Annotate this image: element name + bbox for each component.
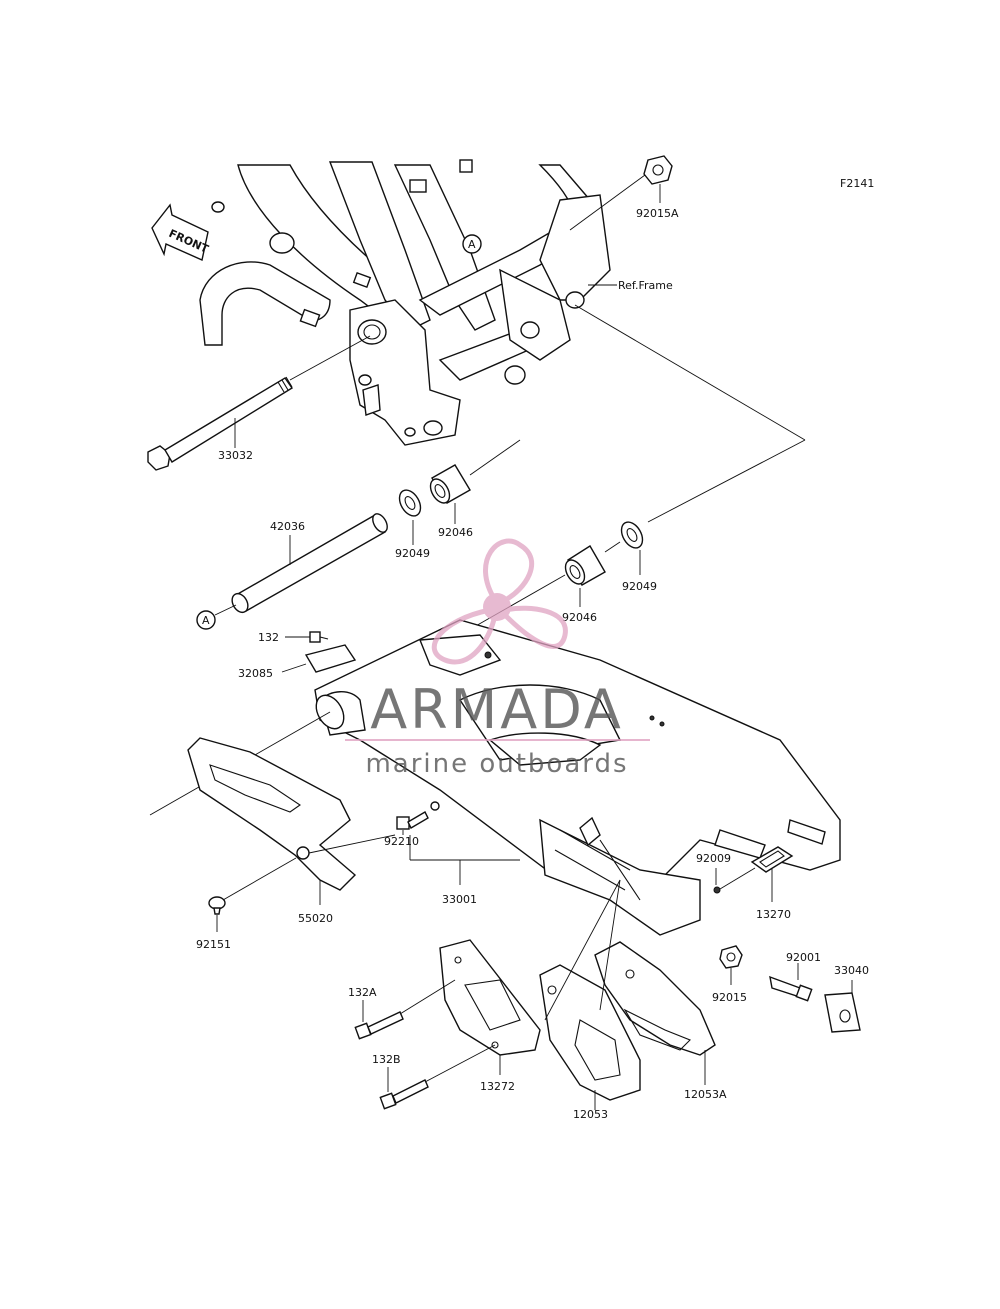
label-132B: 132B [372,1053,401,1066]
chain-cover-55020 [187,737,357,891]
label-13272: 13272 [480,1080,515,1093]
label-92049-left: 92049 [395,547,430,560]
ref-frame-label: Ref.Frame [618,279,673,292]
frame-drawing: A [199,159,611,446]
label-92009: 92009 [696,852,731,865]
plate-13272 [439,939,541,1056]
label-92046-right: 92046 [562,611,597,624]
label-42036: 42036 [270,520,305,533]
label-12053A: 12053A [684,1088,727,1101]
bolt-92210 [396,811,429,830]
ref-marker-upper: A [468,238,476,251]
screw-92151 [208,896,226,915]
seal-92049-left [398,489,422,517]
bolt-92001 [769,975,813,1002]
label-92049-right: 92049 [622,580,657,593]
bracket-32085 [304,644,357,673]
bolt-132A [354,1011,404,1040]
swingarm-33001 [314,619,841,936]
label-55020: 55020 [298,912,333,925]
plate-13270 [750,846,794,873]
bolt-132 [309,631,329,643]
label-13270: 13270 [756,908,791,921]
label-32085: 32085 [238,667,273,680]
label-92015: 92015 [712,991,747,1004]
label-132: 132 [258,631,279,644]
pivot-bolt-33032 [147,376,293,471]
bearing-92046-left [429,464,471,504]
label-33040: 33040 [834,964,869,977]
bearing-92046-right [564,545,606,586]
label-92151: 92151 [196,938,231,951]
screw-92009 [713,886,721,894]
label-92015A: 92015A [636,207,679,220]
watermark-logo-icon [431,538,568,665]
label-33032: 33032 [218,449,253,462]
diagram-code: F2141 [840,177,874,190]
watermark-tagline: marine outboards [365,749,628,779]
nut-92015 [719,945,743,969]
label-132A: 132A [348,986,377,999]
nut-92015A [643,155,673,185]
pivot-sleeve-42036 [231,513,388,614]
plate-33040 [824,992,861,1033]
ref-marker-lower: A [202,614,210,627]
chain-guide-12053 [539,964,641,1101]
label-92046-left: 92046 [438,526,473,539]
chain-guide-12053A [594,941,716,1056]
front-arrow-icon: FRONT [151,203,211,261]
watermark-brand: ARMADA [370,678,624,741]
label-92001: 92001 [786,951,821,964]
label-92210: 92210 [384,835,419,848]
seal-92049-right [620,521,644,549]
label-33001: 33001 [442,893,477,906]
bolt-132B [379,1079,429,1110]
label-12053: 12053 [573,1108,608,1121]
